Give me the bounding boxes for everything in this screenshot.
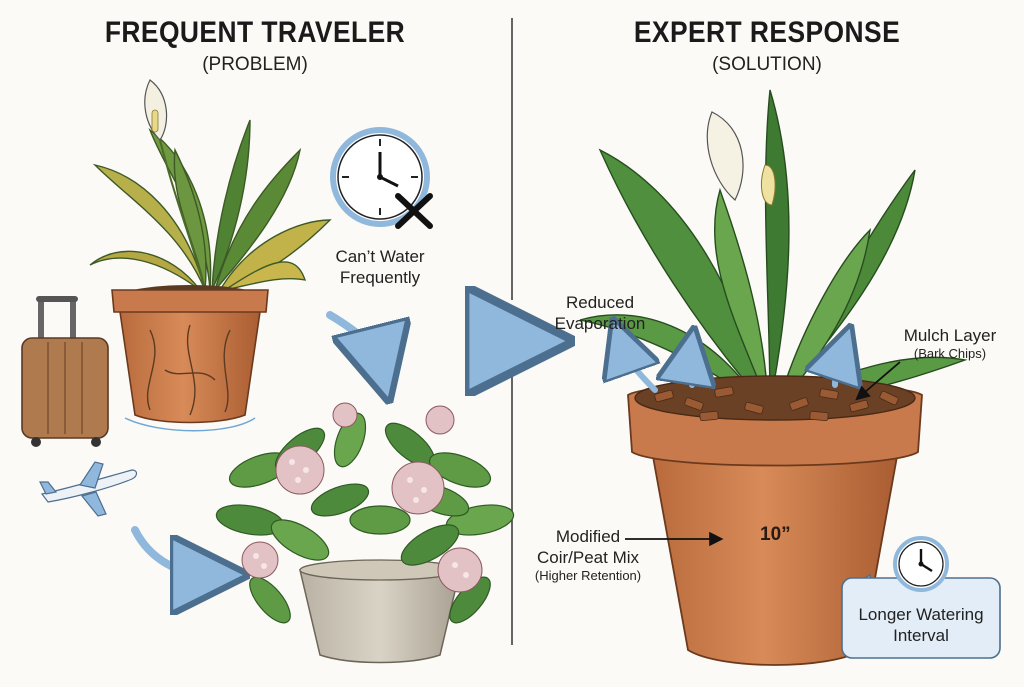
arrow-icon <box>131 315 520 575</box>
small-clock-icon <box>893 536 949 592</box>
cross-icon <box>395 193 433 229</box>
wilted-plant <box>89 79 332 292</box>
right-subtitle: (SOLUTION) <box>712 54 822 75</box>
left-pot <box>111 285 269 432</box>
airplane-icon <box>39 461 138 517</box>
evaporation-label: Reduced Evaporation <box>554 293 646 333</box>
evaporation-arrows <box>622 345 842 393</box>
suitcase-icon <box>21 296 109 447</box>
right-title: EXPERT RESPONSE <box>633 16 901 49</box>
pointer-lines <box>625 361 901 547</box>
hoya-plant <box>215 402 515 664</box>
left-subtitle: (PROBLEM) <box>202 54 308 75</box>
healthy-plant <box>579 89 968 411</box>
interval-label: Longer Watering Interval <box>858 605 984 645</box>
mix-label: Modified Coir/Peat Mix (Higher Retention… <box>534 527 642 583</box>
pot-size-label: 10” <box>760 524 791 545</box>
left-title: FREQUENT TRAVELER <box>104 16 406 49</box>
clock-caption: Can’t Water Frequently <box>335 247 425 287</box>
mulch-label: Mulch Layer (Bark Chips) <box>903 326 997 361</box>
